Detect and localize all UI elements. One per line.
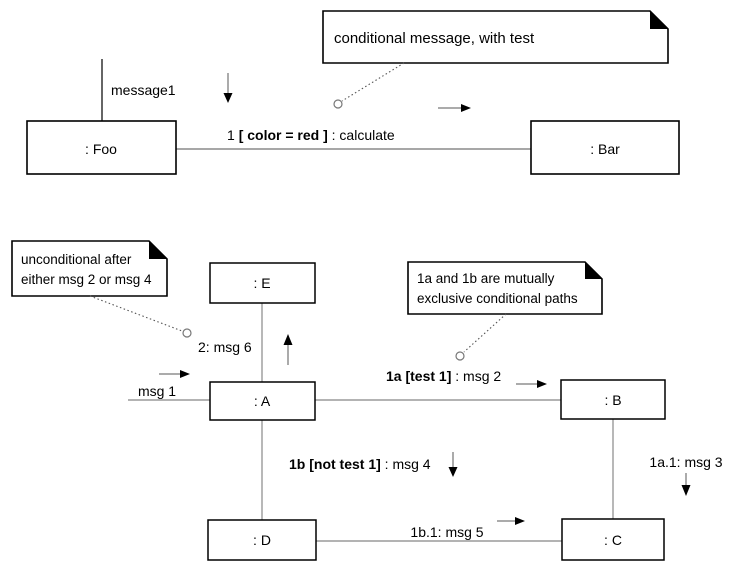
msg3-label: 1a.1: msg 3 (649, 454, 722, 470)
object-foo-label: : Foo (85, 141, 117, 157)
note-mutually-exclusive[interactable] (407, 261, 603, 315)
msg4-rest: : msg 4 (385, 456, 431, 472)
msg2-label: 1a [test 1] : msg 2 (386, 368, 501, 384)
object-d[interactable] (207, 519, 317, 561)
note-mutually-exclusive-anchor-line (463, 313, 507, 353)
message1-label: message1 (111, 82, 176, 98)
note-mutually-exclusive-line-1: 1a and 1b are mutually (417, 271, 555, 286)
note-conditional-anchor-dot (333, 99, 343, 109)
note-unconditional-line-1: unconditional after (21, 252, 132, 267)
object-b-label: : B (604, 392, 621, 408)
object-b[interactable] (560, 379, 666, 420)
note-conditional-anchor-line (341, 62, 405, 102)
note-unconditional[interactable] (11, 240, 168, 297)
note-unconditional-anchor-dot (182, 328, 192, 338)
msg1-label: msg 1 (138, 383, 176, 399)
msg6-label: 2: msg 6 (198, 339, 252, 355)
svg-text:1b [not test 1] : msg 4: 1b [not test 1] : msg 4 (289, 456, 431, 472)
calculate-arrow-icon (438, 104, 471, 112)
note-unconditional-anchor-line (89, 295, 183, 332)
note-conditional-message-line-1: conditional message, with test (334, 30, 535, 47)
object-c[interactable] (561, 518, 665, 561)
object-foo[interactable] (26, 120, 177, 175)
object-bar[interactable] (530, 120, 680, 175)
msg6-arrow-icon (283, 334, 293, 365)
note-conditional-message[interactable] (322, 10, 669, 64)
calculate-suffix: : calculate (332, 127, 395, 143)
msg4-label: 1b [not test 1] : msg 4 (289, 456, 431, 472)
calculate-guard: [ color = red ] (239, 127, 328, 143)
note-mutually-exclusive-line-2: exclusive conditional paths (417, 291, 578, 306)
note-unconditional-line-2: either msg 2 or msg 4 (21, 272, 152, 287)
note-mutually-exclusive-anchor-dot (455, 351, 465, 361)
object-d-label: : D (253, 532, 271, 548)
object-bar-label: : Bar (590, 141, 620, 157)
msg4-bold: 1b [not test 1] (289, 456, 381, 472)
object-a-label: : A (254, 393, 271, 409)
msg3-arrow-icon (681, 473, 691, 496)
object-c-label: : C (604, 532, 622, 548)
msg4-arrow-icon (448, 452, 458, 477)
calculate-message-label: 1 [ color = red ] : calculate (227, 127, 395, 143)
msg5-arrow-icon (497, 517, 525, 525)
msg5-label: 1b.1: msg 5 (410, 524, 483, 540)
message1-arrow-icon (223, 73, 233, 103)
msg2-bold: 1a [test 1] (386, 368, 451, 384)
object-a[interactable] (209, 381, 316, 421)
svg-text:1a [test 1] : msg 2: 1a [test 1] : msg 2 (386, 368, 501, 384)
calculate-prefix: 1 (227, 127, 235, 143)
msg1-arrow-icon (159, 370, 190, 378)
msg2-arrow-icon (516, 380, 547, 388)
msg2-rest: : msg 2 (455, 368, 501, 384)
object-e[interactable] (209, 262, 316, 304)
svg-text:1 [ color = red ] : calculate: 1 [ color = red ] : calculate (227, 127, 395, 143)
object-e-label: : E (253, 275, 270, 291)
